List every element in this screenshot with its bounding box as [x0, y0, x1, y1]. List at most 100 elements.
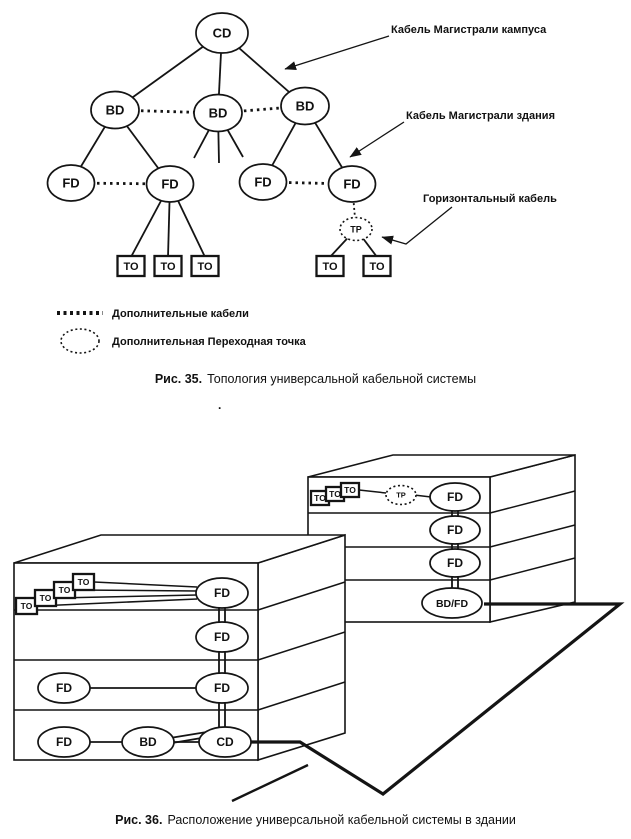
- to-box: [153, 254, 183, 278]
- fd-label: FD: [56, 735, 72, 749]
- campus-backbone-arrow: [284, 35, 390, 70]
- external-cable-line: [231, 763, 309, 803]
- fd-label: FD: [447, 490, 463, 504]
- cd-label: CD: [216, 735, 234, 749]
- fd-node: [238, 163, 288, 201]
- fd-label: FD: [447, 556, 463, 570]
- bdfd-label: BD/FD: [436, 598, 468, 610]
- divider-dot: .: [218, 398, 222, 412]
- tp-label: TP: [396, 491, 406, 500]
- tp-node-optional: [385, 484, 417, 506]
- fd-label: FD: [161, 177, 178, 192]
- to-label: TO: [21, 601, 33, 611]
- legend: Дополнительные кабели Дополнительная Пер…: [57, 308, 307, 354]
- figure36-caption-text: Расположение универсальной кабельной сис…: [167, 813, 516, 827]
- to-label: TO: [123, 261, 139, 273]
- tp-label: TP: [350, 225, 362, 235]
- figure36-caption-number: Рис. 36.: [115, 813, 163, 827]
- figure35-topology-diagram: CD BD BD BD FD FD FD FD TP TO TO TO: [46, 12, 557, 354]
- fd-label: FD: [62, 176, 79, 191]
- to-label: TO: [322, 261, 338, 273]
- fd-label: FD: [254, 175, 271, 190]
- horizontal-cable-line: [74, 589, 198, 592]
- campus-backbone-label: Кабель Магистрали кампуса: [391, 24, 547, 36]
- tree-nodes: CD BD BD BD FD FD FD FD TP: [46, 12, 377, 242]
- horizontal-cable-line: [93, 581, 198, 588]
- to-box: [190, 254, 220, 278]
- tree-links: [70, 32, 378, 258]
- to-label: TO: [314, 493, 326, 503]
- cd-label: CD: [213, 26, 232, 41]
- fd-node: [195, 577, 249, 609]
- right-building: FD FD FD BD/FD TP TO TO TO: [307, 453, 576, 624]
- tp-node-optional: [339, 216, 373, 242]
- to-label: TO: [329, 489, 341, 499]
- building-backbone-arrow: [349, 121, 405, 158]
- fd-node: [429, 482, 481, 512]
- fd-node: [37, 672, 91, 704]
- right-building-side-face: [489, 453, 576, 624]
- bd-node: [90, 90, 140, 130]
- floor-line-side: [489, 490, 576, 514]
- to-box: [71, 572, 96, 592]
- fd-node: [46, 164, 96, 202]
- to-box: [315, 254, 345, 278]
- to-label: TO: [40, 593, 52, 603]
- bd-label: BD: [106, 103, 125, 118]
- horizontal-cable-arrow: [381, 206, 453, 245]
- campus-cable: [251, 602, 625, 796]
- to-outlets: TO TO TO TO TO: [116, 254, 392, 278]
- legend-dotted-ellipse: [60, 328, 100, 354]
- bd-label: BD: [139, 735, 157, 749]
- fd-label: FD: [214, 586, 230, 600]
- bd-label: BD: [296, 99, 315, 114]
- floor-line-side: [257, 681, 346, 711]
- figure35-caption-text: Топология универсальной кабельной систем…: [207, 372, 477, 386]
- fd-label: FD: [56, 681, 72, 695]
- fd-label: FD: [214, 681, 230, 695]
- cd-node: [195, 12, 249, 54]
- to-box: [339, 481, 361, 499]
- legend-additional-tp-label: Дополнительная Переходная точка: [112, 336, 307, 348]
- horizontal-cable-label: Горизонтальный кабель: [423, 193, 557, 205]
- figure36-buildings-diagram: FD FD FD BD/FD TP TO TO TO: [13, 453, 625, 803]
- floor-line-side: [489, 524, 576, 548]
- fd-node: [327, 165, 377, 203]
- fd-label: FD: [447, 523, 463, 537]
- building-backbone-label: Кабель Магистрали здания: [406, 110, 555, 122]
- fd-node: [429, 548, 481, 578]
- left-building: FD FD FD FD FD BD CD TO TO TO TO: [13, 533, 346, 762]
- to-label: TO: [160, 261, 176, 273]
- fd-node: [429, 515, 481, 545]
- fd-node: [195, 621, 249, 653]
- to-label: TO: [78, 577, 90, 587]
- floor-line-side: [489, 557, 576, 581]
- fd-node: [145, 165, 195, 203]
- figure35-caption-number: Рис. 35.: [154, 372, 203, 386]
- figure35-caption: Рис. 35. Топология универсальной кабельно…: [0, 372, 631, 386]
- to-label: TO: [59, 585, 71, 595]
- horizontal-cable-line: [36, 598, 198, 607]
- legend-additional-cables-label: Дополнительные кабели: [112, 308, 249, 320]
- to-label: TO: [369, 261, 385, 273]
- horizontal-cable-line: [55, 594, 198, 599]
- fd-node: [195, 672, 249, 704]
- bd-node: [280, 86, 330, 126]
- left-building-side-face: [257, 533, 346, 762]
- floor-line-side: [257, 631, 346, 661]
- annotations: Кабель Магистрали кампуса Кабель Магистр…: [284, 24, 557, 245]
- to-label: TO: [197, 261, 213, 273]
- figure36-caption: Рис. 36. Расположение универсальной кабел…: [0, 813, 631, 827]
- bdfd-node: [421, 587, 483, 619]
- horizontal-cable-line: [358, 489, 387, 494]
- fd-node: [37, 726, 91, 758]
- fd-label: FD: [214, 630, 230, 644]
- to-box: [362, 254, 392, 278]
- bd-label: BD: [209, 106, 228, 121]
- floor-line-side: [257, 581, 346, 611]
- bd-node: [193, 93, 243, 133]
- to-box: [116, 254, 146, 278]
- bd-node: [121, 726, 175, 758]
- fd-label: FD: [343, 177, 360, 192]
